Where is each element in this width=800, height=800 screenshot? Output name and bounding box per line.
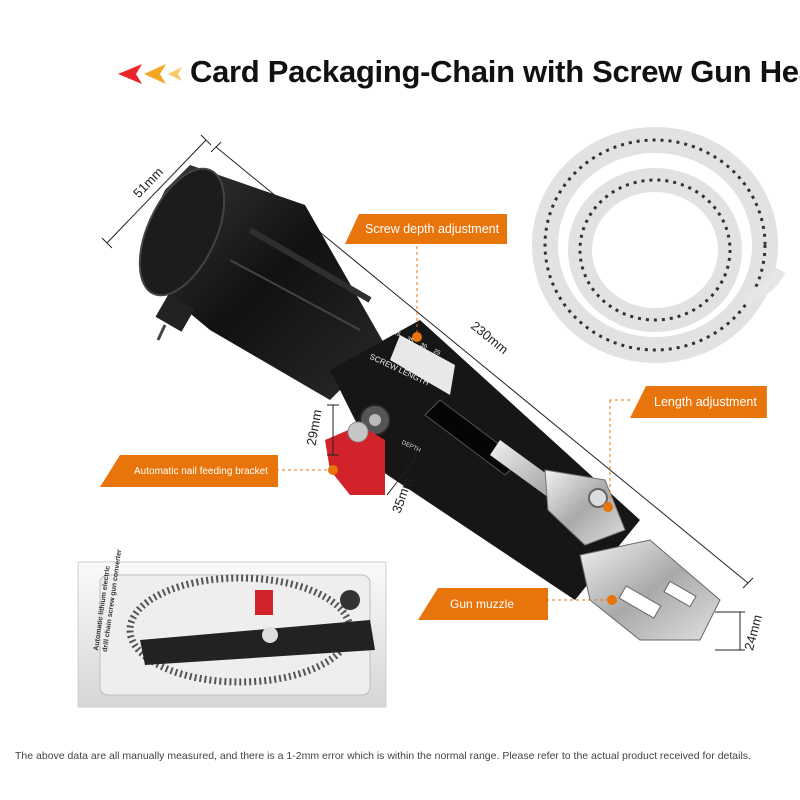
screw-gun-head [138,165,721,641]
callout-gun-muzzle: Gun muzzle [418,588,548,620]
packaging-card [77,561,387,708]
marker-screw-depth [412,332,422,342]
screw-chain-coil [532,127,786,363]
marker-bracket [328,465,338,475]
callout-feeding-bracket: Automatic nail feeding bracket [100,455,278,487]
dimension-line-51 [101,134,212,249]
callout-screw-depth: Screw depth adjustment [345,214,508,244]
footer-note: The above data are all manually measured… [15,750,751,762]
marker-muzzle [607,595,617,605]
marker-length [603,502,613,512]
dimension-line-35 [386,454,419,496]
dimension-line-29 [327,404,339,456]
dimension-line-24 [715,611,745,651]
page-title: Card Packaging-Chain with Screw Gun Head [190,54,800,89]
double-arrow-icon [118,64,182,84]
callout-length-adjustment: Length adjustment [630,386,767,418]
